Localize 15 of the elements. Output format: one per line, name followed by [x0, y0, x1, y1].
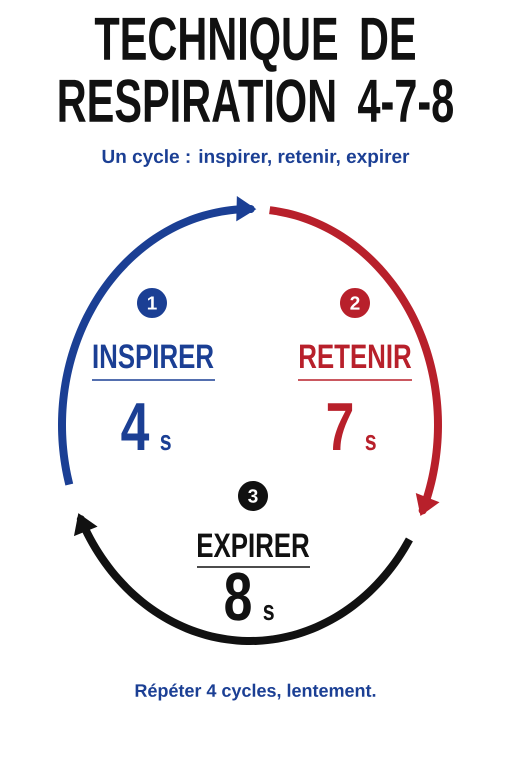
duration-number: 8: [225, 572, 251, 621]
duration-unit: s: [160, 434, 171, 450]
phase-heading: RETENIR: [300, 344, 412, 368]
duration-unit: s: [366, 434, 376, 450]
duration-number: 7: [328, 403, 352, 450]
duration-number: 4: [121, 403, 150, 450]
duration-unit: s: [264, 604, 274, 620]
number-badge: 3: [238, 481, 268, 511]
caption-text: Répéter 4 cycles, lentement.: [136, 684, 376, 700]
title: TECHNIQUE DE RESPIRATION 4-7-8: [60, 17, 453, 122]
phase-heading: INSPIRER: [94, 344, 214, 368]
phase-heading: EXPIRER: [198, 534, 310, 557]
number-badge: 1: [137, 288, 167, 318]
number-badge: 2: [340, 288, 370, 318]
caption-text: Un cycle : inspirer, retenir, expirer: [102, 149, 410, 167]
